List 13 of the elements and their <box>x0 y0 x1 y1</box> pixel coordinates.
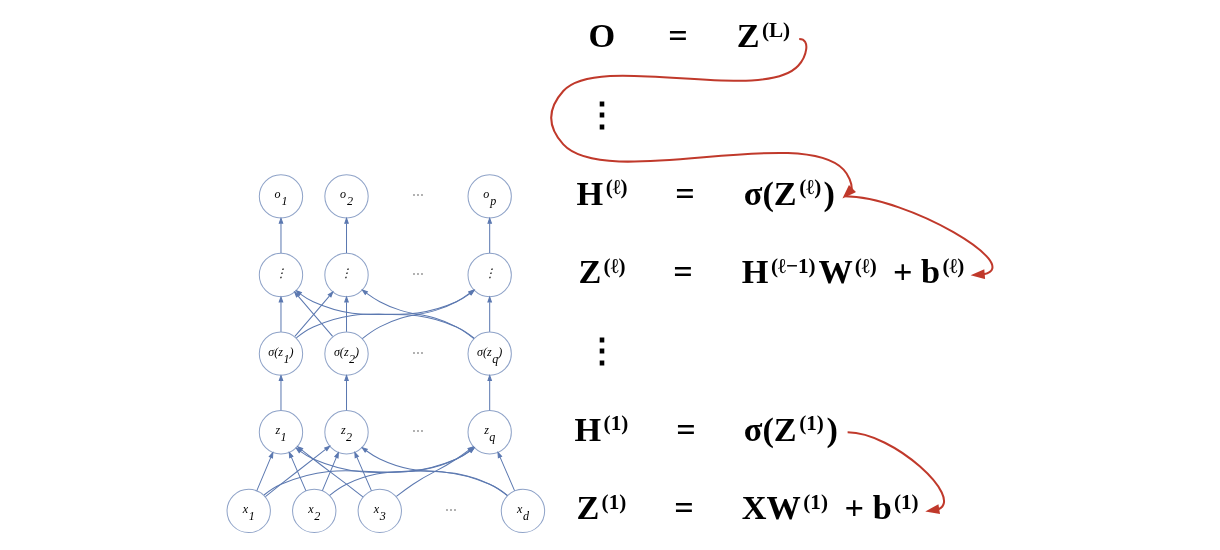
label: ⋯ <box>411 345 424 360</box>
label: = <box>675 173 695 212</box>
label: ⋯ <box>444 503 457 518</box>
label: = <box>674 488 694 527</box>
label: = <box>676 409 696 448</box>
label: ⋮ <box>585 330 620 369</box>
label: = <box>668 16 688 55</box>
label: O <box>588 16 616 55</box>
label: ⋯ <box>411 188 424 203</box>
label: ⋯ <box>411 267 424 282</box>
label: ⋯ <box>411 424 424 439</box>
label: ⋮ <box>585 94 620 133</box>
label: = <box>673 252 693 291</box>
